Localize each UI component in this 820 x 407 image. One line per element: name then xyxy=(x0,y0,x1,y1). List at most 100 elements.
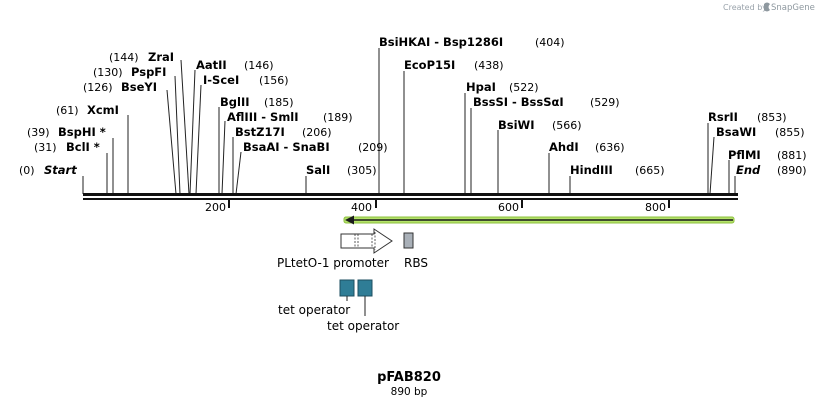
svg-text:(146): (146) xyxy=(244,59,274,72)
svg-text:(31): (31) xyxy=(34,141,57,154)
rbs-feature: RBS xyxy=(403,232,428,270)
leader-bsawi xyxy=(709,136,715,195)
site-label-zrai: (144) ZraI xyxy=(109,50,174,64)
promoter-label: PLtetO-1 promoter xyxy=(277,256,389,270)
site-label-ecop15i: EcoP15I (438) xyxy=(404,58,504,72)
svg-text:(855): (855) xyxy=(775,126,805,139)
leader-aflii xyxy=(221,120,226,195)
site-label-bsihkai: BsiHKAI - Bsp1286I (404) xyxy=(379,35,565,49)
site-label-hpai: HpaI (522) xyxy=(466,80,539,94)
credit-brand: SnapGene xyxy=(771,3,815,13)
leader-bseyi xyxy=(166,89,177,195)
tet-operator-1: tet operator xyxy=(278,279,355,317)
svg-text:(438): (438) xyxy=(474,59,504,72)
site-leader-lines xyxy=(82,48,736,195)
svg-text:(404): (404) xyxy=(535,36,565,49)
svg-text:(890): (890) xyxy=(777,164,807,177)
svg-text:AatII: AatII xyxy=(196,58,227,72)
svg-text:EcoP15I: EcoP15I xyxy=(404,58,455,72)
site-label-pspfi: (130) PspFI xyxy=(93,65,166,79)
svg-text:(529): (529) xyxy=(590,96,620,109)
site-label-bsiwi: BsiWI (566) xyxy=(498,118,582,132)
site-label-rsrii: RsrII (853) xyxy=(708,110,787,124)
svg-text:RsrII: RsrII xyxy=(708,110,738,124)
credit-prefix: Created by xyxy=(723,3,767,12)
plasmid-length: 890 bp xyxy=(391,386,428,398)
site-label-bglii: BglII (185) xyxy=(220,95,294,109)
leader-zrai xyxy=(180,59,190,195)
svg-text:BsiHKAI - Bsp1286I: BsiHKAI - Bsp1286I xyxy=(379,35,503,49)
tet-operator-2-label: tet operator xyxy=(327,319,399,333)
svg-text:(185): (185) xyxy=(264,96,294,109)
svg-text:BspHI *: BspHI * xyxy=(58,125,106,139)
svg-text:(209): (209) xyxy=(358,141,388,154)
promoter-arrow-icon xyxy=(340,228,393,254)
site-label-ahdi: AhdI (636) xyxy=(549,140,625,154)
site-label-hindiii: HindIII (665) xyxy=(570,163,665,177)
ruler-label-200: 200 xyxy=(205,201,226,214)
svg-text:(130): (130) xyxy=(93,66,123,79)
svg-text:I-SceI: I-SceI xyxy=(203,73,239,87)
site-label-bcli: (31) BclI * xyxy=(34,140,100,154)
promoter-feature: PLtetO-1 promoter xyxy=(277,228,393,270)
svg-text:BseYI: BseYI xyxy=(121,80,157,94)
site-label-aatii: AatII (146) xyxy=(196,58,274,72)
site-label-aflii: AflIII - SmlI (189) xyxy=(227,110,353,124)
svg-text:(189): (189) xyxy=(323,111,353,124)
svg-text:(881): (881) xyxy=(777,149,807,162)
leader-aatii xyxy=(189,69,196,195)
svg-text:Start: Start xyxy=(44,163,77,177)
svg-text:ZraI: ZraI xyxy=(148,50,174,64)
svg-text:BstZ17I: BstZ17I xyxy=(235,125,285,139)
svg-text:(305): (305) xyxy=(347,164,377,177)
svg-text:BglII: BglII xyxy=(220,95,250,109)
orf-arrowhead-icon xyxy=(345,215,354,225)
site-label-sali: SalI (305) xyxy=(306,163,377,177)
site-label-end: End (890) xyxy=(736,163,807,177)
svg-text:PflMI: PflMI xyxy=(728,148,761,162)
svg-text:(636): (636) xyxy=(595,141,625,154)
site-label-iscei: I-SceI (156) xyxy=(203,73,289,87)
snapgene-logo-icon xyxy=(764,2,770,12)
site-label-xcmi: (61) XcmI xyxy=(56,103,119,117)
orf-arrow xyxy=(343,215,735,225)
site-label-pflmi: PflMI (881) xyxy=(728,148,807,162)
ruler-label-800: 800 xyxy=(645,201,666,214)
svg-text:(522): (522) xyxy=(509,81,539,94)
plasmid-name: pFAB820 xyxy=(377,370,441,385)
svg-text:(156): (156) xyxy=(259,74,289,87)
rbs-label: RBS xyxy=(404,256,428,270)
site-label-bsawi: BsaWI (855) xyxy=(716,125,805,139)
svg-text:AhdI: AhdI xyxy=(549,140,579,154)
svg-text:(206): (206) xyxy=(302,126,332,139)
svg-text:BsaWI: BsaWI xyxy=(716,125,756,139)
svg-text:AflIII - SmlI: AflIII - SmlI xyxy=(227,110,299,124)
leader-pspfi xyxy=(174,75,181,195)
svg-text:End: End xyxy=(736,163,761,177)
site-label-bsaai: BsaAI - SnaBI (209) xyxy=(243,140,388,154)
svg-text:(39): (39) xyxy=(27,126,50,139)
svg-text:(144): (144) xyxy=(109,51,139,64)
svg-text:BsaAI - SnaBI: BsaAI - SnaBI xyxy=(243,140,330,154)
site-label-bsphi: (39) BspHI * xyxy=(27,125,106,139)
svg-text:(566): (566) xyxy=(552,119,582,132)
svg-text:HpaI: HpaI xyxy=(466,80,496,94)
site-label-bstz17i: BstZ17I (206) xyxy=(235,125,332,139)
site-label-bsssi: BssSI - BssSαI (529) xyxy=(473,95,620,109)
svg-text:(126): (126) xyxy=(83,81,113,94)
leader-bsaai xyxy=(235,151,242,195)
svg-text:BclI *: BclI * xyxy=(66,140,100,154)
site-label-start: (0) Start xyxy=(19,163,77,177)
tet-operator-2: tet operator xyxy=(327,279,399,333)
svg-text:(665): (665) xyxy=(635,164,665,177)
ruler: 200 400 600 800 xyxy=(205,200,670,214)
svg-text:XcmI: XcmI xyxy=(87,103,119,117)
dna-backbone xyxy=(83,193,738,200)
svg-text:HindIII: HindIII xyxy=(570,163,613,177)
svg-text:BssSI - BssSαI: BssSI - BssSαI xyxy=(473,95,564,109)
svg-text:PspFI: PspFI xyxy=(131,65,166,79)
svg-text:BsiWI: BsiWI xyxy=(498,118,535,132)
ruler-label-400: 400 xyxy=(351,201,372,214)
svg-text:(61): (61) xyxy=(56,104,79,117)
